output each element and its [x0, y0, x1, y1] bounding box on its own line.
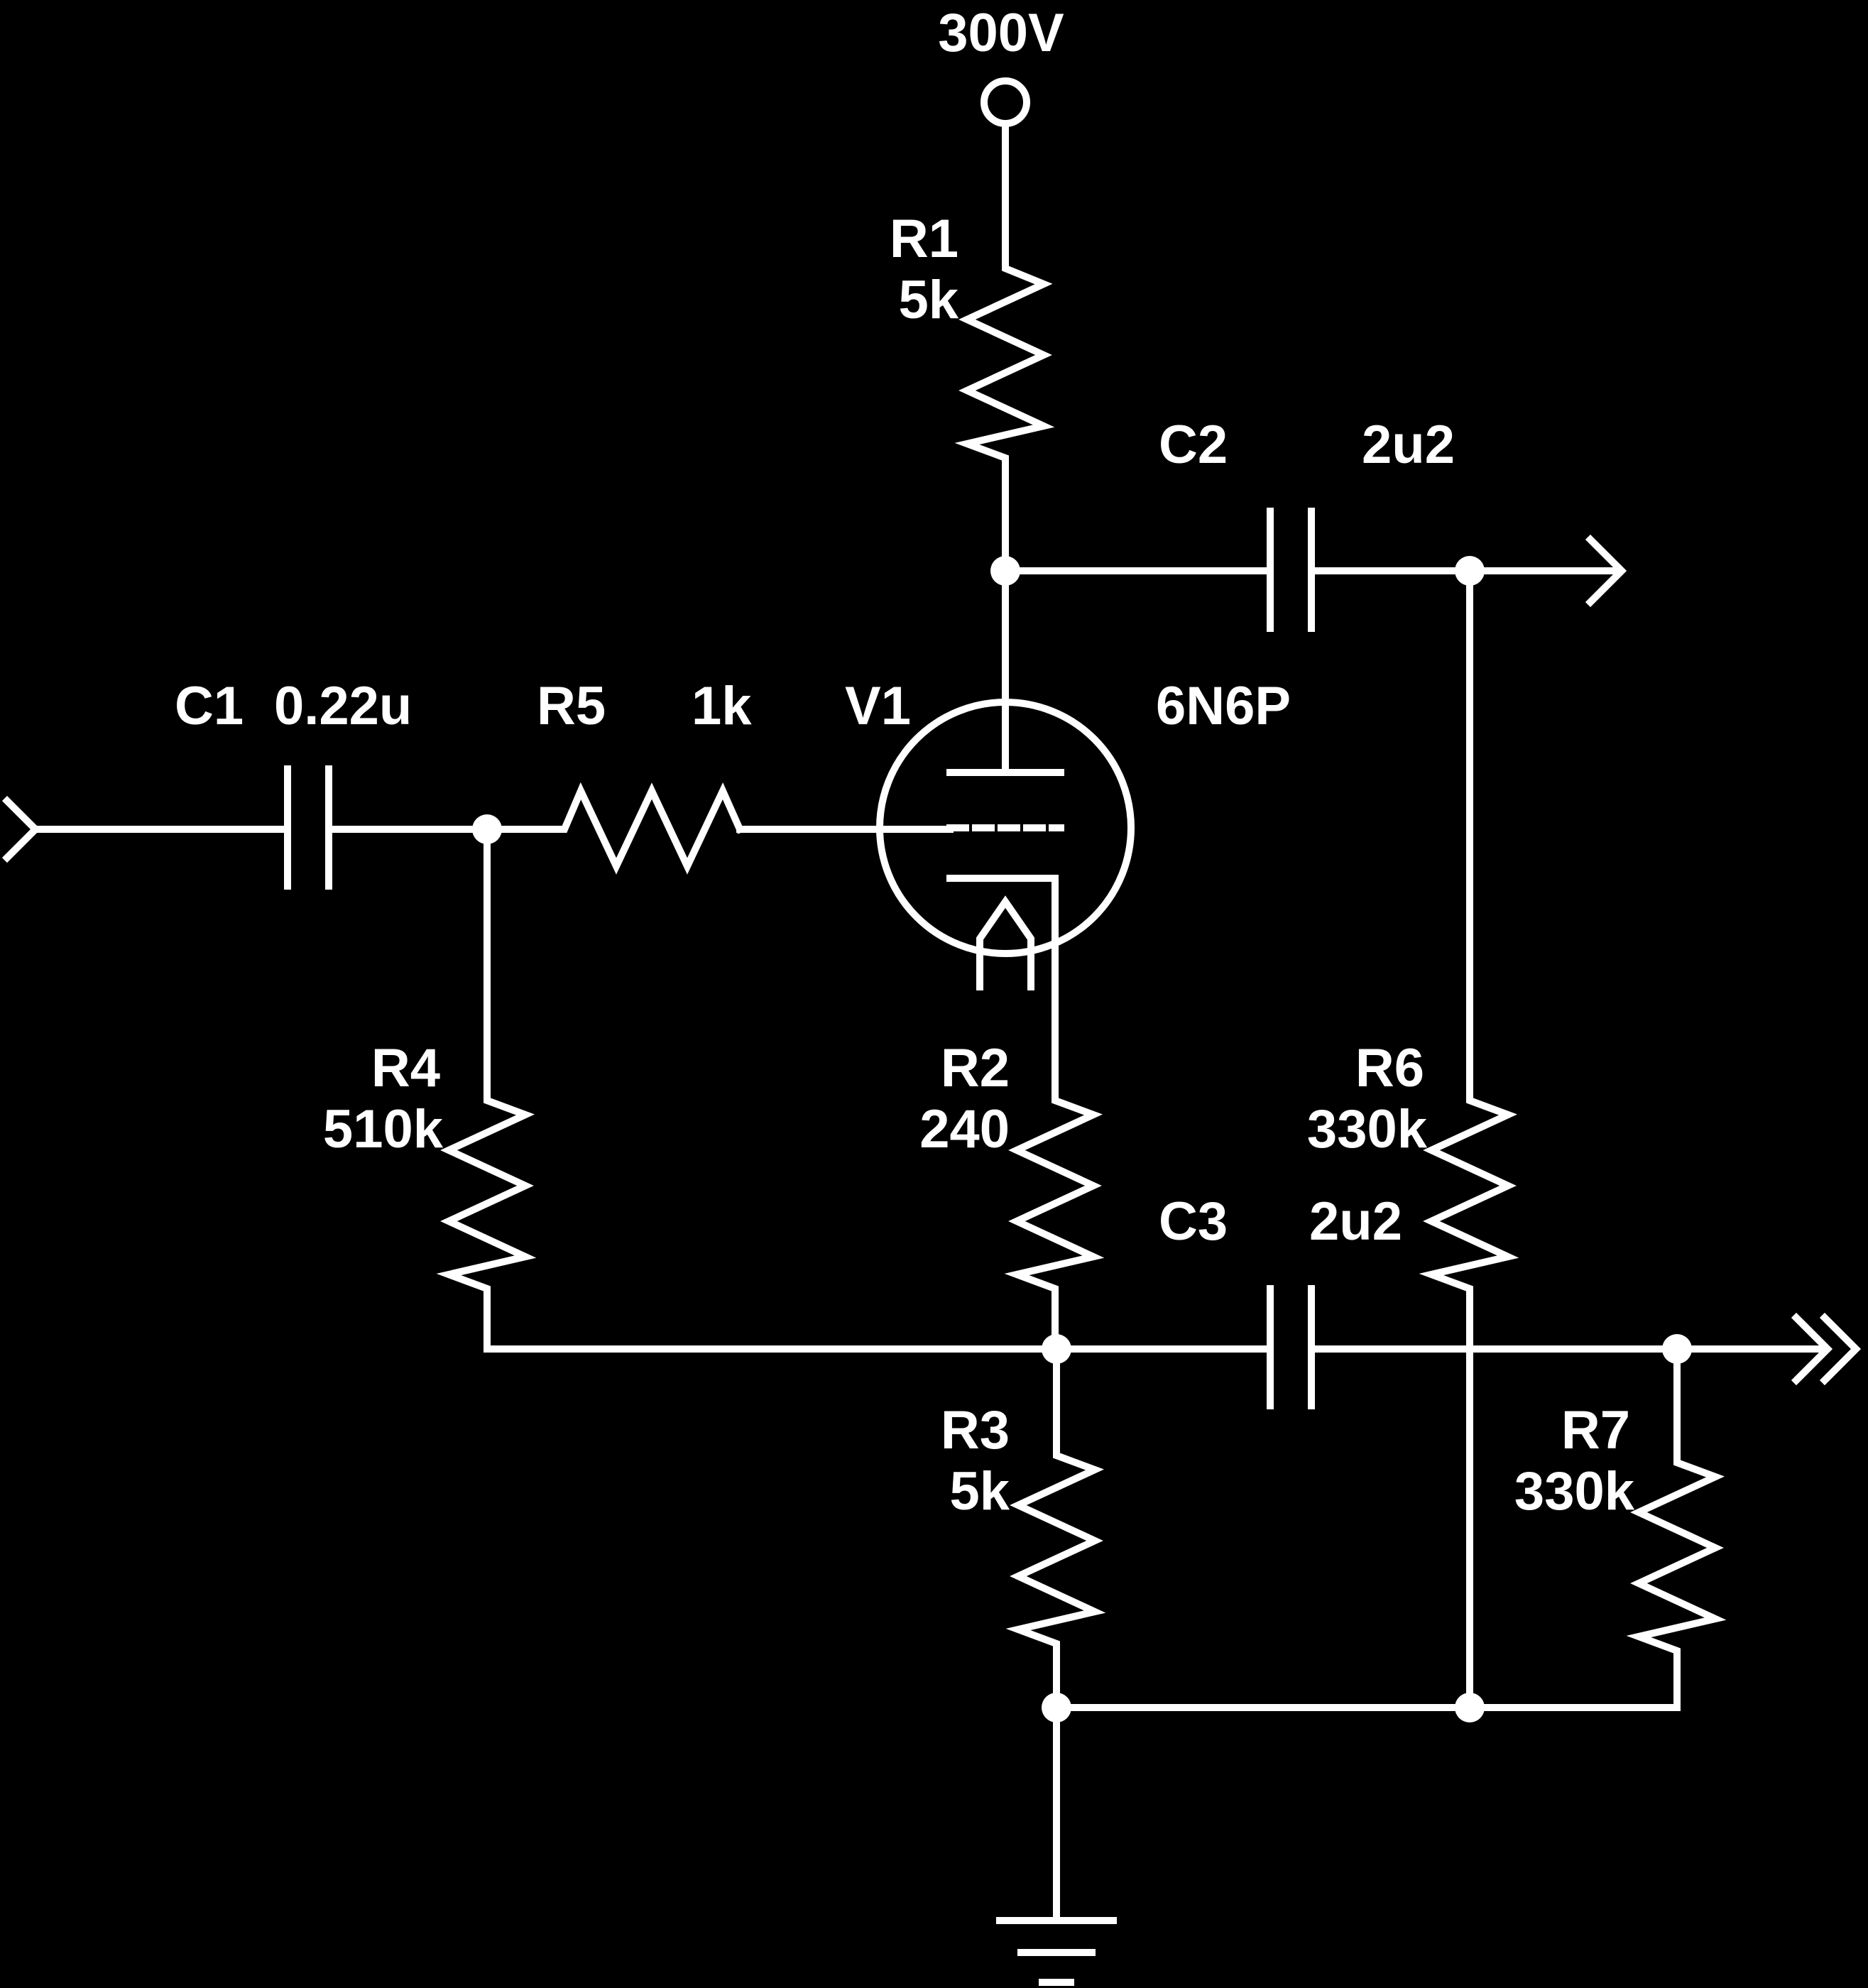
r4-ref-label: R4 — [371, 1038, 440, 1098]
r6-ref-label: R6 — [1355, 1038, 1424, 1098]
r1-ref-label: R1 — [890, 209, 958, 269]
r6-value-label: 330k — [1307, 1099, 1428, 1159]
r1-value-label: 5k — [898, 270, 958, 330]
v1-value-label: 6N6P — [1156, 676, 1291, 736]
output-port-icon — [1585, 534, 1627, 608]
r5-resistor — [547, 782, 745, 875]
r6-resistor — [1419, 567, 1519, 1711]
supply-label: 300V — [938, 3, 1064, 63]
junction-ground-right — [1455, 1693, 1485, 1722]
r2-value-label: 240 — [919, 1099, 1010, 1159]
r2-ref-label: R2 — [941, 1038, 1010, 1098]
c2-value-label: 2u2 — [1362, 415, 1455, 475]
r7-value-label: 330k — [1514, 1461, 1635, 1522]
c3-value-label: 2u2 — [1309, 1191, 1402, 1252]
r7-resistor — [1053, 1345, 1727, 1711]
r7-ref-label: R7 — [1561, 1400, 1630, 1460]
double-output-port-icon — [1791, 1312, 1862, 1386]
r3-resistor — [1005, 1345, 1106, 1711]
r5-value-label: 1k — [692, 676, 752, 736]
r1-resistor — [954, 120, 1055, 574]
r3-ref-label: R3 — [941, 1400, 1010, 1460]
v1-ref-label: V1 — [845, 676, 911, 736]
c1-value-label: 0.22u — [274, 676, 412, 736]
r4-value-label: 510k — [323, 1099, 444, 1159]
c1-ref-label: C1 — [175, 676, 244, 736]
ground-icon — [996, 1917, 1117, 1986]
c2-ref-label: C2 — [1159, 415, 1228, 475]
r5-ref-label: R5 — [537, 676, 606, 736]
c3-ref-label: C3 — [1159, 1191, 1228, 1252]
r4-resistor — [436, 826, 1060, 1353]
r3-value-label: 5k — [949, 1461, 1010, 1522]
r2-resistor — [1004, 983, 1105, 1353]
